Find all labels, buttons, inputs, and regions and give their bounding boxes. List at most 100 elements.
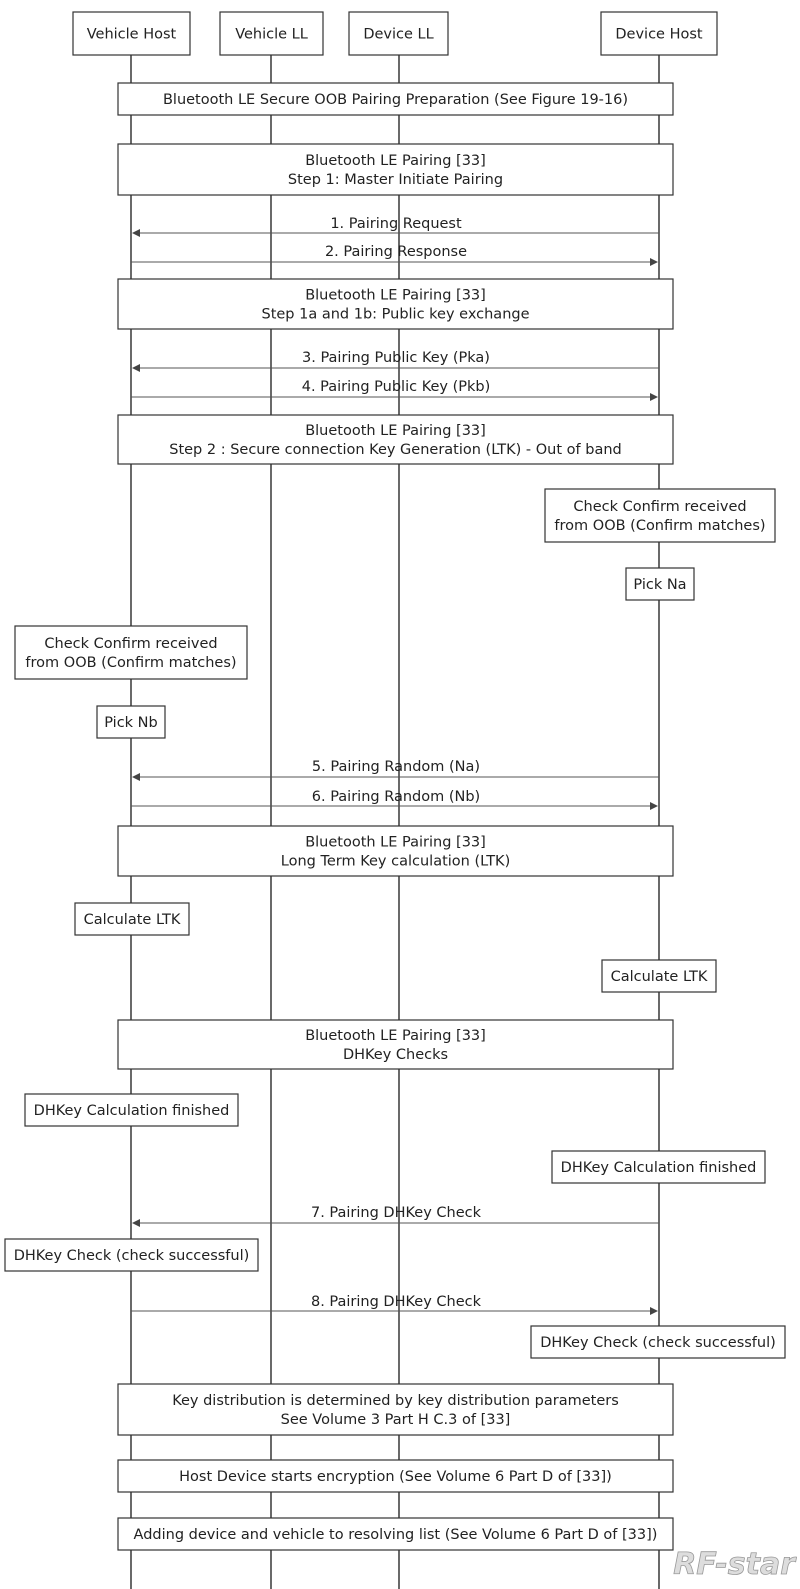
note-box: DHKey Check (check successful) — [530, 1325, 786, 1359]
note-box-text: Pick Na — [633, 577, 686, 593]
message-arrowhead — [650, 802, 658, 810]
note-box-frame — [544, 488, 776, 543]
span-box-text: Bluetooth LE Pairing [33] — [305, 153, 486, 169]
message-label: 6. Pairing Random (Nb) — [312, 789, 480, 805]
span-box-text: Adding device and vehicle to resolving l… — [134, 1527, 658, 1543]
span-box-frame — [117, 143, 674, 196]
span-box: Host Device starts encryption (See Volum… — [117, 1459, 674, 1493]
note-box-text: DHKey Check (check successful) — [14, 1248, 250, 1264]
note-box: Pick Na — [625, 567, 695, 601]
participant-label: Device Host — [615, 27, 703, 43]
note-box-frame — [96, 705, 166, 739]
span-box: Bluetooth LE Pairing [33] Step 1a and 1b:… — [117, 278, 674, 330]
note-box-frame — [74, 902, 190, 936]
note-box-frame — [24, 1093, 239, 1127]
note-box: Pick Nb — [96, 705, 166, 739]
span-box-text: Host Device starts encryption (See Volum… — [179, 1469, 612, 1485]
message: 3. Pairing Public Key (Pka) — [132, 350, 659, 372]
span-box-frame — [117, 278, 674, 330]
note-box: DHKey Calculation finished — [24, 1093, 239, 1127]
participant-vehicle-host: Vehicle Host — [72, 11, 191, 56]
span-box-frame — [117, 1459, 674, 1493]
message: 5. Pairing Random (Na) — [132, 759, 659, 781]
message-label: 4. Pairing Public Key (Pkb) — [302, 379, 491, 395]
participant-label: Vehicle LL — [235, 27, 308, 43]
message-label: 1. Pairing Request — [330, 216, 462, 232]
participant-label: Device LL — [363, 27, 433, 43]
note-box: DHKey Calculation finished — [551, 1150, 766, 1184]
span-box-text: Bluetooth LE Pairing [33] — [305, 288, 486, 304]
span-box-text: Bluetooth LE Secure OOB Pairing Preparat… — [163, 92, 628, 108]
span-box: Bluetooth LE Pairing [33] DHKey Checks — [117, 1019, 674, 1070]
message-arrowhead — [132, 773, 140, 781]
message: 4. Pairing Public Key (Pkb) — [131, 379, 658, 401]
note-box-text: Pick Nb — [104, 715, 157, 731]
message-arrowhead — [132, 364, 140, 372]
span-box-text: See Volume 3 Part H C.3 of [33] — [281, 1412, 511, 1428]
message-arrowhead — [132, 1219, 140, 1227]
diagram-steps: Bluetooth LE Secure OOB Pairing Preparat… — [4, 82, 786, 1551]
note-box-frame — [14, 625, 248, 680]
note-box-text: from OOB (Confirm matches) — [25, 655, 236, 671]
note-box: Calculate LTK — [601, 959, 717, 993]
message: 2. Pairing Response — [131, 244, 658, 266]
note-box-frame — [551, 1150, 766, 1184]
span-box-frame — [117, 1383, 674, 1436]
message: 7. Pairing DHKey Check — [132, 1205, 659, 1227]
span-box-frame — [117, 825, 674, 877]
span-box-frame — [117, 82, 674, 116]
message-arrowhead — [132, 229, 140, 237]
participant-vehicle-ll: Vehicle LL — [219, 11, 324, 56]
message-arrowhead — [650, 258, 658, 266]
span-box: Bluetooth LE Pairing [33] Long Term Key c… — [117, 825, 674, 877]
span-box-text: Step 1a and 1b: Public key exchange — [261, 307, 529, 323]
span-box: Adding device and vehicle to resolving l… — [117, 1517, 674, 1551]
note-box-text: Calculate LTK — [84, 912, 181, 928]
note-box-frame — [530, 1325, 786, 1359]
span-box-frame — [117, 414, 674, 465]
span-box-text: Bluetooth LE Pairing [33] — [305, 1028, 486, 1044]
note-box-text: Check Confirm received — [573, 499, 746, 515]
watermark-text: RF-star — [673, 1547, 797, 1582]
span-box-frame — [117, 1019, 674, 1070]
message-arrowhead — [650, 393, 658, 401]
note-box-text: DHKey Check (check successful) — [540, 1335, 776, 1351]
participant-device-ll: Device LL — [348, 11, 449, 56]
span-box: Key distribution is determined by key di… — [117, 1383, 674, 1436]
participant-box — [72, 11, 191, 56]
participant-headers: Vehicle Host Vehicle LL Device LL Device Ho… — [72, 11, 718, 56]
message: 1. Pairing Request — [132, 216, 659, 237]
message-label: 8. Pairing DHKey Check — [311, 1294, 482, 1310]
span-box-text: Long Term Key calculation (LTK) — [281, 854, 510, 870]
note-box: Calculate LTK — [74, 902, 190, 936]
span-box-text: DHKey Checks — [343, 1047, 448, 1063]
span-box: Bluetooth LE Pairing [33] Step 1: Master … — [117, 143, 674, 196]
watermark: RF-star — [673, 1547, 798, 1583]
note-box-frame — [625, 567, 695, 601]
span-box-frame — [117, 1517, 674, 1551]
note-box: DHKey Check (check successful) — [4, 1238, 259, 1272]
note-box-frame — [4, 1238, 259, 1272]
span-box-text: Step 2 : Secure connection Key Generatio… — [169, 442, 622, 458]
span-box-text: Bluetooth LE Pairing [33] — [305, 835, 486, 851]
note-box-text: DHKey Calculation finished — [561, 1160, 757, 1176]
note-box-text: Calculate LTK — [611, 969, 708, 985]
note-box-frame — [601, 959, 717, 993]
span-box: Bluetooth LE Secure OOB Pairing Preparat… — [117, 82, 674, 116]
note-box-text: DHKey Calculation finished — [34, 1103, 230, 1119]
message: 8. Pairing DHKey Check — [131, 1294, 658, 1315]
message-label: 5. Pairing Random (Na) — [312, 759, 480, 775]
span-box-text: Key distribution is determined by key di… — [172, 1393, 619, 1409]
participant-box — [219, 11, 324, 56]
message: 6. Pairing Random (Nb) — [131, 789, 658, 810]
message-label: 3. Pairing Public Key (Pka) — [302, 350, 490, 366]
span-box-text: Step 1: Master Initiate Pairing — [288, 172, 503, 188]
span-box-text: Bluetooth LE Pairing [33] — [305, 423, 486, 439]
span-box: Bluetooth LE Pairing [33] Step 2 : Secure… — [117, 414, 674, 465]
participant-device-host: Device Host — [600, 11, 718, 56]
participant-box — [348, 11, 449, 56]
message-label: 7. Pairing DHKey Check — [311, 1205, 482, 1221]
